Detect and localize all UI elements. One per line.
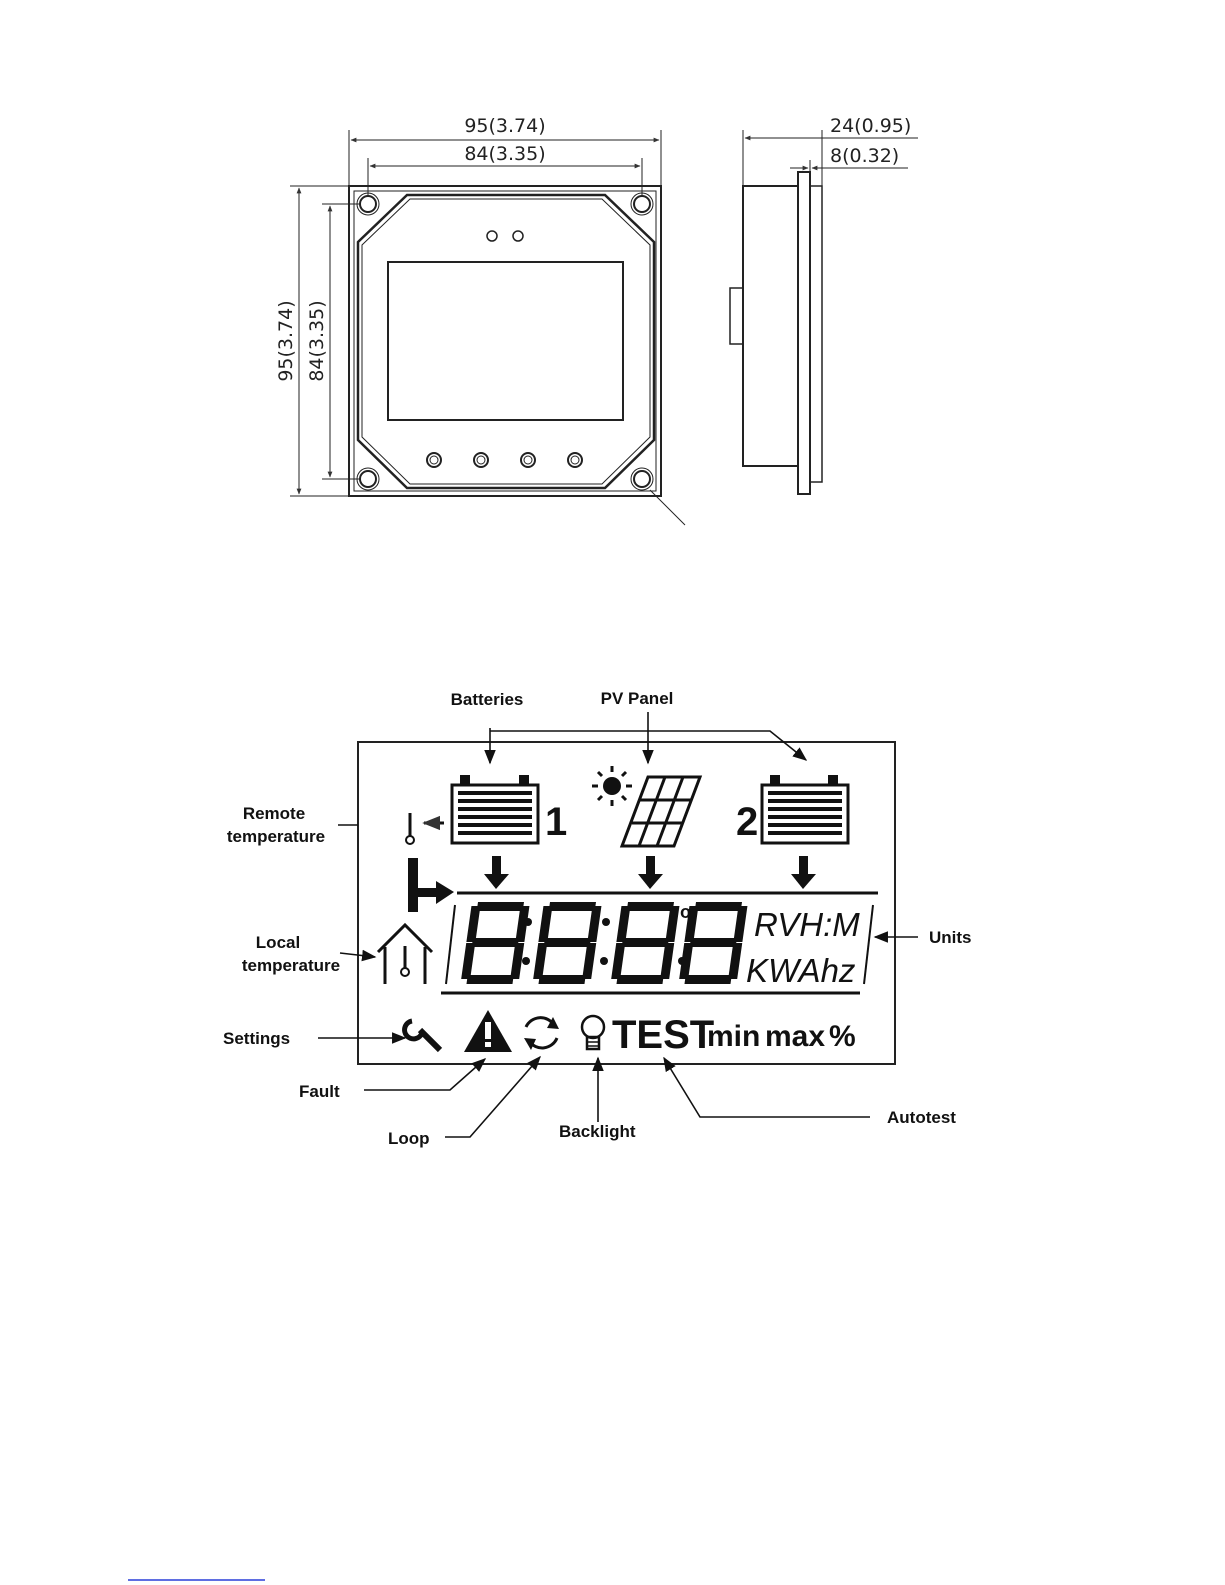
percent-indicator: % [829,1020,856,1053]
loop-label: Loop [388,1129,430,1148]
front-view-drawing [290,130,685,525]
front-width-holes-label: 84(3.35) [464,143,545,165]
battery-1-icon [452,775,538,843]
remote-temperature-label-2: temperature [227,827,325,846]
digit-1 [460,902,530,984]
digit-3 [610,902,680,984]
front-height-overall-label: 95(3.74) [275,300,297,381]
units-line-1: RVH:M [754,906,860,943]
battery-2-icon [762,775,848,843]
units-label: Units [929,928,972,947]
front-height-holes-label: 84(3.35) [306,300,328,381]
batteries-label: Batteries [451,690,524,709]
pv-panel-label: PV Panel [601,689,674,708]
warning-icon [464,1010,512,1052]
battery-1-number: 1 [545,800,567,844]
side-depth-flange-label: 8(0.32) [830,145,899,167]
sun-icon [592,766,632,806]
max-indicator: max [765,1020,825,1053]
units-line-2: KWAhz [746,952,856,989]
flow-arrows [484,856,816,889]
side-view-drawing [730,130,918,494]
wrench-icon [405,1021,440,1050]
degree-mark: o [680,902,691,922]
bulb-icon [582,1016,604,1049]
remote-thermometer-icon [406,813,444,844]
settings-label: Settings [223,1029,290,1048]
loop-icon [524,1017,559,1050]
min-indicator: min [707,1020,760,1053]
local-temperature-icon [378,858,454,984]
local-temperature-label-2: temperature [242,956,340,975]
battery-2-number: 2 [736,800,758,844]
local-temperature-label-1: Local [256,933,300,952]
fault-label: Fault [299,1082,340,1101]
seven-segment-digits [460,902,748,984]
autotest-label: Autotest [887,1108,956,1127]
backlight-label: Backlight [559,1122,636,1141]
remote-temperature-label-1: Remote [243,804,305,823]
digit-2 [532,902,602,984]
front-width-overall-label: 95(3.74) [464,115,545,137]
test-indicator: TEST [612,1013,714,1057]
pv-panel-icon [622,777,700,846]
side-depth-overall-label: 24(0.95) [830,115,911,137]
